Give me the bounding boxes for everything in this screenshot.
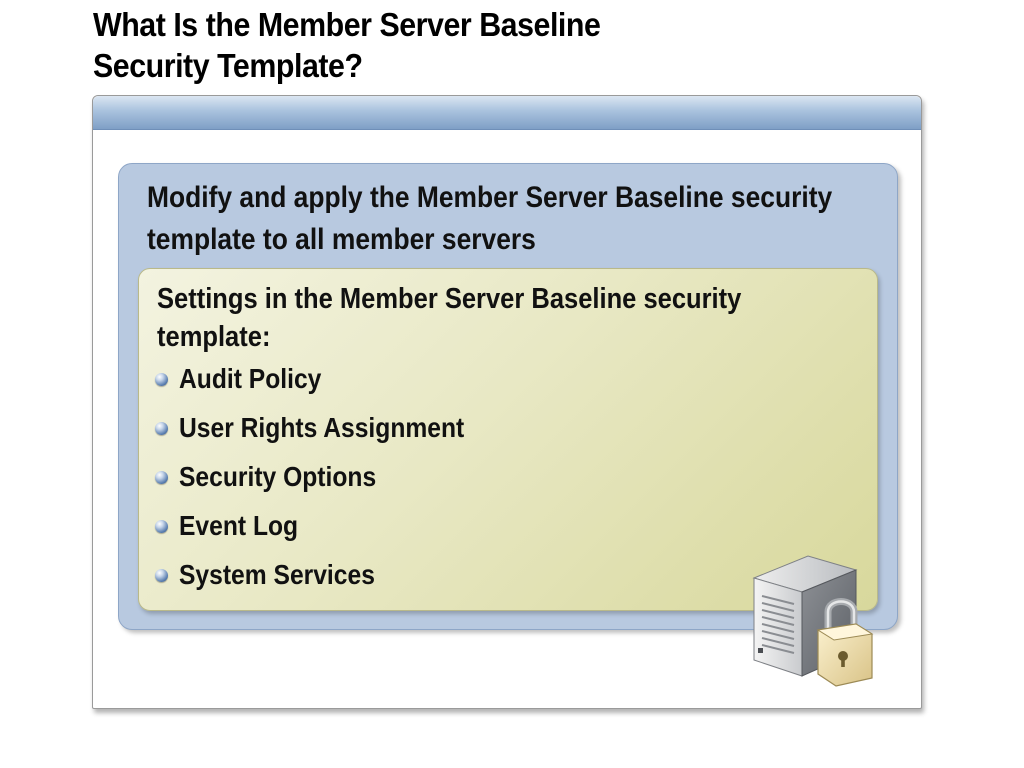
bullet-icon <box>155 569 168 582</box>
list-item-label: Event Log <box>179 510 299 541</box>
frame-header-bar <box>93 96 921 130</box>
list-item-label: Audit Policy <box>179 363 322 394</box>
panel-heading: Modify and apply the Member Server Basel… <box>147 177 833 261</box>
list-item-label: System Services <box>179 559 375 590</box>
bullet-icon <box>155 373 168 386</box>
settings-heading-line-2: template: <box>157 321 271 353</box>
panel-heading-line-1: Modify and apply the Member Server Basel… <box>147 181 833 214</box>
settings-panel <box>138 268 878 611</box>
settings-heading-line-1: Settings in the Member Server Baseline s… <box>157 283 742 315</box>
server-lock-icon <box>752 555 874 687</box>
list-item-label: User Rights Assignment <box>179 412 465 443</box>
list-item-user-rights-assignment: User Rights Assignment <box>155 409 503 458</box>
list-item-system-services: System Services <box>155 556 503 605</box>
panel-heading-line-2: template to all member servers <box>147 223 536 256</box>
settings-heading: Settings in the Member Server Baseline s… <box>157 280 791 356</box>
list-item-event-log: Event Log <box>155 507 503 556</box>
list-item-security-options: Security Options <box>155 458 503 507</box>
slide-title-line-1: What Is the Member Server Baseline <box>93 6 601 43</box>
settings-list: Audit Policy User Rights Assignment Secu… <box>155 360 503 605</box>
slide-title: What Is the Member Server Baseline Secur… <box>93 4 737 86</box>
list-item-audit-policy: Audit Policy <box>155 360 503 409</box>
bullet-icon <box>155 422 168 435</box>
slide-title-line-2: Security Template? <box>93 47 363 84</box>
bullet-icon <box>155 520 168 533</box>
bullet-icon <box>155 471 168 484</box>
list-item-label: Security Options <box>179 461 377 492</box>
